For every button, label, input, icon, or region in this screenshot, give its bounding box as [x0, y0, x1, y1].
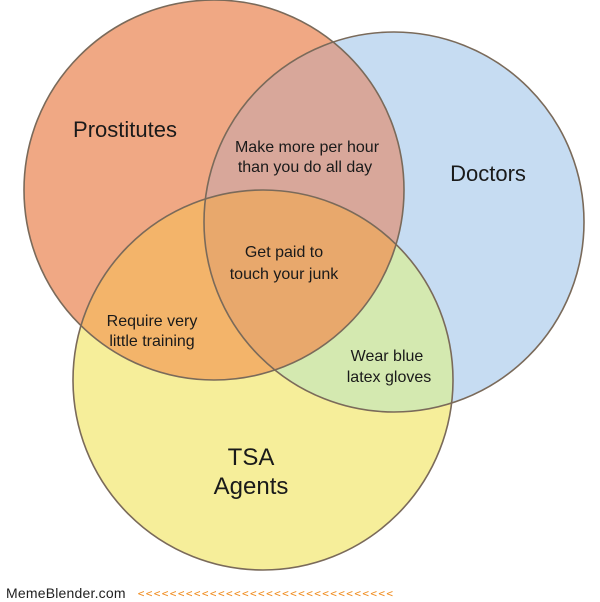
- outline-doctors: [203, 31, 585, 413]
- label-tsa-line2: Agents: [214, 473, 289, 500]
- region-doctors-tsa-line1: Wear blue: [351, 348, 424, 365]
- overlap-all-three: [204, 190, 404, 380]
- region-all-three-line2: touch your junk: [230, 266, 340, 283]
- outline-prostitutes: [23, 0, 405, 381]
- region-doctors-tsa-line2: latex gloves: [347, 369, 432, 386]
- label-doctors: Doctors: [450, 161, 526, 186]
- region-prostitutes-doctors-line2: than you do all day: [238, 159, 372, 176]
- label-tsa-line1: TSA: [228, 444, 275, 471]
- region-prostitutes-doctors-line1: Make more per hour: [235, 139, 380, 156]
- outline-tsa: [72, 189, 454, 571]
- site-watermark: MemeBlender.com: [6, 585, 126, 601]
- region-prostitutes-tsa-line1: Require very: [107, 313, 198, 330]
- footer: MemeBlender.com <<<<<<<<<<<<<<<<<<<<<<<<…: [0, 584, 600, 602]
- decorative-arrows: <<<<<<<<<<<<<<<<<<<<<<<<<<<<<<<<: [137, 586, 395, 600]
- venn-diagram: Prostitutes Doctors TSA Agents Make more…: [23, 0, 585, 571]
- region-prostitutes-tsa-line2: little training: [109, 333, 194, 350]
- region-all-three-line1: Get paid to: [245, 244, 323, 261]
- label-prostitutes: Prostitutes: [73, 117, 177, 142]
